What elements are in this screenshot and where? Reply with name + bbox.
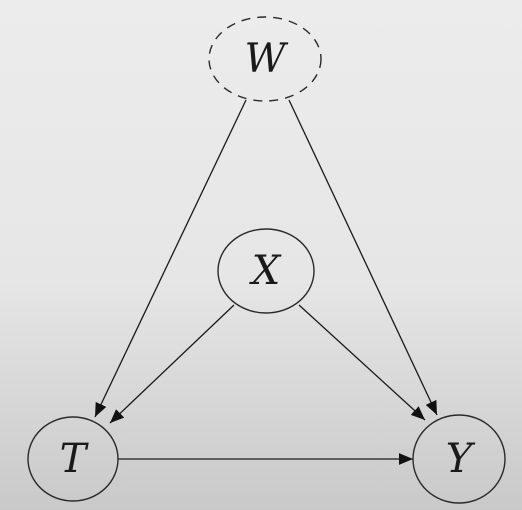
edge-x-to-t <box>109 304 235 424</box>
node-y-circle <box>412 414 506 504</box>
node-t-label: T <box>60 436 90 482</box>
node-y: Y <box>412 414 506 504</box>
node-w-circle <box>208 16 322 102</box>
node-x-label: X <box>249 248 282 294</box>
node-w-label: W <box>244 36 288 82</box>
edge-x-to-y <box>298 304 426 421</box>
node-w: W <box>208 16 322 102</box>
node-x-circle <box>217 228 315 314</box>
edge-w-to-t <box>94 99 247 418</box>
node-t: T <box>27 416 119 502</box>
node-x: X <box>217 228 315 314</box>
node-y-label: Y <box>446 436 476 482</box>
edge-w-to-y <box>288 99 438 416</box>
node-t-circle <box>27 416 119 502</box>
